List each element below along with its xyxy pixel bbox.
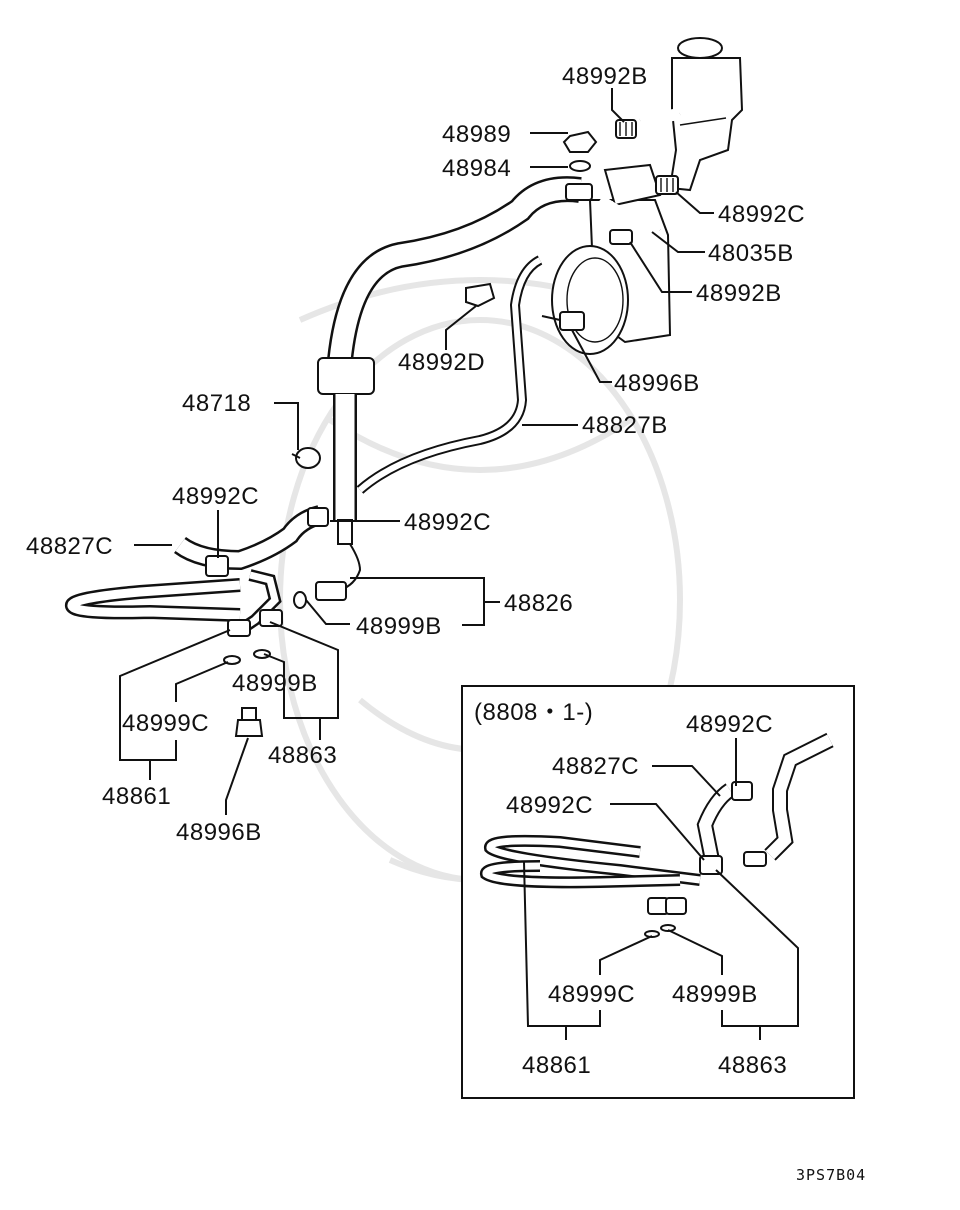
label-48718: 48718 [182, 390, 251, 417]
hose-clamp-48992B-top [615, 119, 637, 139]
label-48999C: 48999C [122, 710, 209, 737]
return-hose-48827B [356, 255, 543, 494]
cooler-tube-48861 [65, 569, 283, 637]
inset-label-48863: 48863 [718, 1052, 787, 1079]
label-48827B: 48827B [582, 412, 668, 439]
pressure-hose-48826 [315, 176, 582, 601]
o-ring-48999B-low [253, 649, 271, 659]
hose-clamp-48992C-top [655, 175, 679, 195]
label-48984: 48984 [442, 155, 511, 182]
label-48999B-low: 48999B [232, 670, 318, 697]
label-48992B-top: 48992B [562, 63, 648, 90]
label-48861: 48861 [102, 783, 171, 810]
inset-label-48861: 48861 [522, 1052, 591, 1079]
label-48989: 48989 [442, 121, 511, 148]
grommet-48718 [291, 447, 321, 469]
clip-48992D [465, 282, 496, 308]
inset-title: (8808・1-) [474, 699, 593, 726]
cooler-hose-48827C [174, 505, 323, 571]
inset-label-48992C-a: 48992C [686, 711, 773, 738]
inset-label-48999C: 48999C [548, 981, 635, 1008]
inset-cooler-tube [480, 834, 701, 938]
hose-clamp-48992C-left [205, 555, 229, 577]
label-48996B-pump: 48996B [614, 370, 700, 397]
label-48863: 48863 [268, 742, 337, 769]
diagram-code: 3PS7B04 [796, 1166, 866, 1184]
hose-clamp-48992B-mid [609, 229, 633, 245]
nut-48989 [562, 130, 598, 153]
label-48992D: 48992D [398, 349, 485, 376]
washer-48984 [569, 160, 591, 172]
label-48992B-mid: 48992B [696, 280, 782, 307]
hose-clamp-48992C-mid [307, 507, 329, 527]
label-48992C-left: 48992C [172, 483, 259, 510]
reservoir-tank [668, 37, 744, 192]
label-48992C-top: 48992C [718, 201, 805, 228]
label-48992C-mid: 48992C [404, 509, 491, 536]
inset-label-48999B: 48999B [672, 981, 758, 1008]
union-bolt-48996B-pump [541, 311, 585, 331]
hose-band-upper [565, 183, 593, 201]
label-48827C: 48827C [26, 533, 113, 560]
label-48826: 48826 [504, 590, 573, 617]
label-48996B-bottom: 48996B [176, 819, 262, 846]
inset-hose-assembly [696, 732, 834, 875]
inset-label-48827C: 48827C [552, 753, 639, 780]
o-ring-48999B-main [293, 591, 307, 609]
label-48035B: 48035B [708, 240, 794, 267]
union-bolt-48996B-bottom [234, 707, 264, 737]
leader-lines [119, 88, 714, 815]
inset-panel: (8808・1-) 489 [461, 685, 855, 1099]
inset-label-48992C-b: 48992C [506, 792, 593, 819]
label-48999B-main: 48999B [356, 613, 442, 640]
